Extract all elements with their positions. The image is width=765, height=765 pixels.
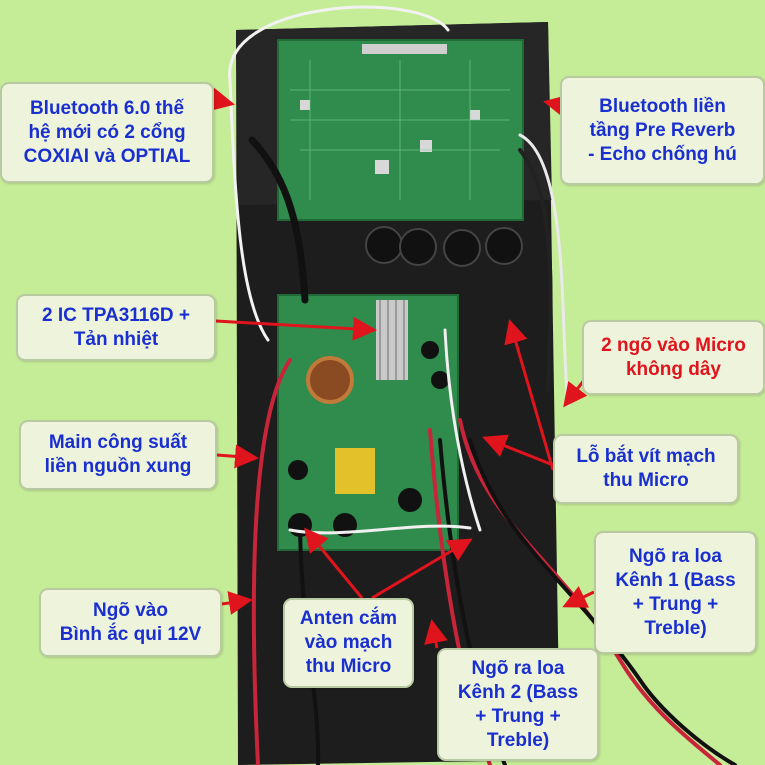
- arrow-main-power: [216, 444, 259, 469]
- arrow-screw-hole-2: [504, 319, 555, 471]
- red-battery-wire: [251, 358, 292, 765]
- arrow-antenna-2: [371, 538, 473, 600]
- arrow-ic-amp: [215, 316, 377, 341]
- arrow-screw-hole-1: [482, 434, 554, 467]
- arrow-bluetooth-coaxial: [208, 87, 235, 112]
- arrow-bluetooth-reverb: [543, 94, 570, 119]
- arrow-battery: [221, 591, 253, 615]
- label-ic-amp: 2 IC TPA3116D +Tản nhiệt: [16, 294, 216, 361]
- heatsink: [376, 300, 408, 380]
- arrow-speaker-ch1: [562, 586, 595, 608]
- control-knobs: [365, 226, 523, 267]
- main-power-pcb: [277, 294, 459, 551]
- transformer: [335, 448, 375, 494]
- toroid-inductor: [306, 356, 354, 404]
- arrow-antenna-1: [304, 527, 364, 599]
- arrow-speaker-ch2: [424, 619, 448, 649]
- white-antenna-wire: [228, 5, 450, 342]
